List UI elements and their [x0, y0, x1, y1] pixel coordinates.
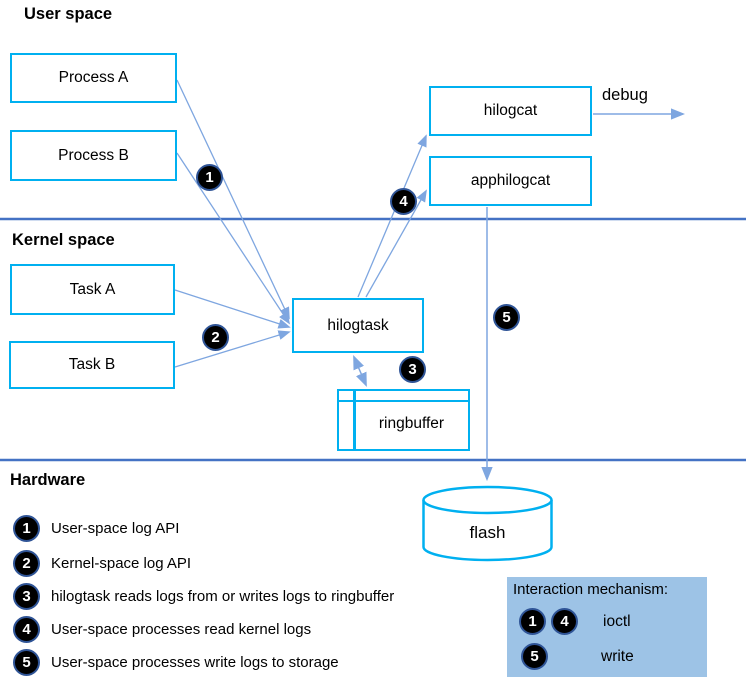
legend-text-2: Kernel-space log API: [51, 555, 192, 572]
node-hilogcat: hilogcat: [429, 86, 592, 136]
node-task-a: Task A: [10, 264, 175, 315]
arrow-process-a-to-hilogtask: [176, 79, 290, 320]
arrow-process-b-to-hilogtask: [176, 152, 291, 325]
flash-label: flash: [469, 523, 506, 542]
mechanism-write-label: write: [601, 647, 634, 665]
diagram-badge-2: 2: [202, 324, 229, 351]
node-hilogtask: hilogtask: [292, 298, 424, 353]
legend-item-3: 3 hilogtask reads logs from or writes lo…: [13, 583, 394, 610]
legend-item-4: 4 User-space processes read kernel logs: [13, 616, 311, 643]
legend-badge-2: 2: [13, 550, 40, 577]
legend-text-3: hilogtask reads logs from or writes logs…: [51, 588, 395, 605]
node-ringbuffer: ringbuffer: [337, 389, 470, 451]
legend-item-5: 5 User-space processes write logs to sto…: [13, 649, 339, 676]
diagram-badge-3: 3: [399, 356, 426, 383]
legend-text-5: User-space processes write logs to stora…: [51, 654, 339, 671]
interaction-row-write: 5 write: [521, 643, 634, 670]
panel-badge-4: 4: [551, 608, 578, 635]
panel-badge-1: 1: [519, 608, 546, 635]
diagram-badge-5: 5: [493, 304, 520, 331]
node-process-a: Process A: [10, 53, 177, 103]
interaction-panel-title: Interaction mechanism:: [513, 581, 669, 598]
user-space-heading: User space: [24, 5, 113, 23]
ringbuffer-top-divider: [339, 399, 468, 402]
node-task-b: Task B: [9, 341, 175, 389]
legend-badge-4: 4: [13, 616, 40, 643]
arrow-hilogtask-to-hilogcat: [357, 134, 427, 298]
legend-text-4: User-space processes read kernel logs: [51, 621, 312, 638]
legend-badge-5: 5: [13, 649, 40, 676]
node-apphilogcat: apphilogcat: [429, 156, 592, 206]
hardware-heading: Hardware: [10, 471, 86, 489]
legend-item-1: 1 User-space log API: [13, 515, 179, 542]
legend-badge-3: 3: [13, 583, 40, 610]
arrow-hilogtask-ringbuffer: [353, 355, 367, 387]
legend-badge-1: 1: [13, 515, 40, 542]
arrow-task-b-to-hilogtask: [174, 330, 291, 368]
arrow-task-a-to-hilogtask: [174, 289, 291, 329]
flash-cylinder: [422, 485, 553, 562]
debug-label: debug: [602, 86, 648, 104]
kernel-space-heading: Kernel space: [12, 231, 115, 249]
mechanism-ioctl-label: ioctl: [603, 612, 631, 630]
interaction-mechanism-panel: Interaction mechanism: 1 4 ioctl 5 write: [507, 577, 707, 677]
node-process-b: Process B: [10, 130, 177, 181]
diagram-badge-4: 4: [390, 188, 417, 215]
legend-text-1: User-space log API: [51, 520, 180, 537]
panel-badge-5: 5: [521, 643, 548, 670]
diagram-badge-1: 1: [196, 164, 223, 191]
legend-item-2: 2 Kernel-space log API: [13, 550, 191, 577]
ringbuffer-label: ringbuffer: [378, 415, 445, 432]
interaction-row-ioctl: 1 4 ioctl: [519, 608, 631, 635]
ringbuffer-left-divider: [353, 391, 356, 449]
arrow-hilogtask-to-apphilogcat: [365, 189, 427, 298]
